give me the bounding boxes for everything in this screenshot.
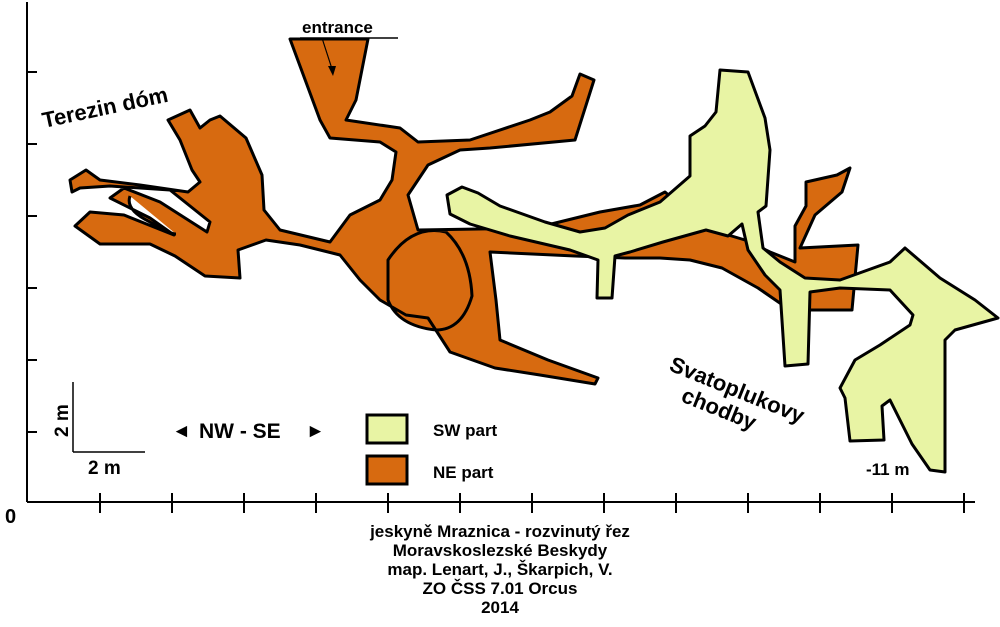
sw-part-main-passage xyxy=(445,68,1000,474)
scale-bar xyxy=(72,382,145,453)
scale-horizontal-label: 2 m xyxy=(88,458,121,479)
scale-vertical-label: 2 m xyxy=(52,404,73,437)
map-caption: jeskyně Mraznica - rozvinutý řez Moravsk… xyxy=(250,522,750,617)
legend-swatch-ne-part xyxy=(365,454,409,486)
depth-label: -11 m xyxy=(866,460,909,479)
caption-line-year: 2014 xyxy=(481,598,519,617)
caption-line-club: ZO ČSS 7.01 Orcus xyxy=(422,579,578,598)
entrance-arrow-head xyxy=(328,66,336,76)
direction-label: NW - SE xyxy=(199,420,281,443)
axes xyxy=(26,2,975,513)
legend: SW part NE part xyxy=(365,413,498,486)
terezin-dom-label: Terezin dóm xyxy=(40,82,170,133)
origin-label: 0 xyxy=(5,506,16,528)
ne-part-main-passage xyxy=(68,37,860,386)
legend-swatch-sw-part xyxy=(365,413,409,445)
ne-part-passages xyxy=(68,37,860,386)
caption-line-title: jeskyně Mraznica - rozvinutý řez xyxy=(370,522,630,541)
caption-line-authors: map. Lenart, J., Škarpich, V. xyxy=(387,560,613,579)
caption-line-region: Moravskoslezské Beskydy xyxy=(392,541,608,560)
sw-part-passages xyxy=(445,68,1000,474)
legend-label-sw-part: SW part xyxy=(433,421,498,440)
direction-left-arrow: ◄ xyxy=(172,421,191,442)
direction-right-arrow: ► xyxy=(306,421,325,442)
entrance-label: entrance xyxy=(302,18,373,37)
legend-label-ne-part: NE part xyxy=(433,463,494,482)
